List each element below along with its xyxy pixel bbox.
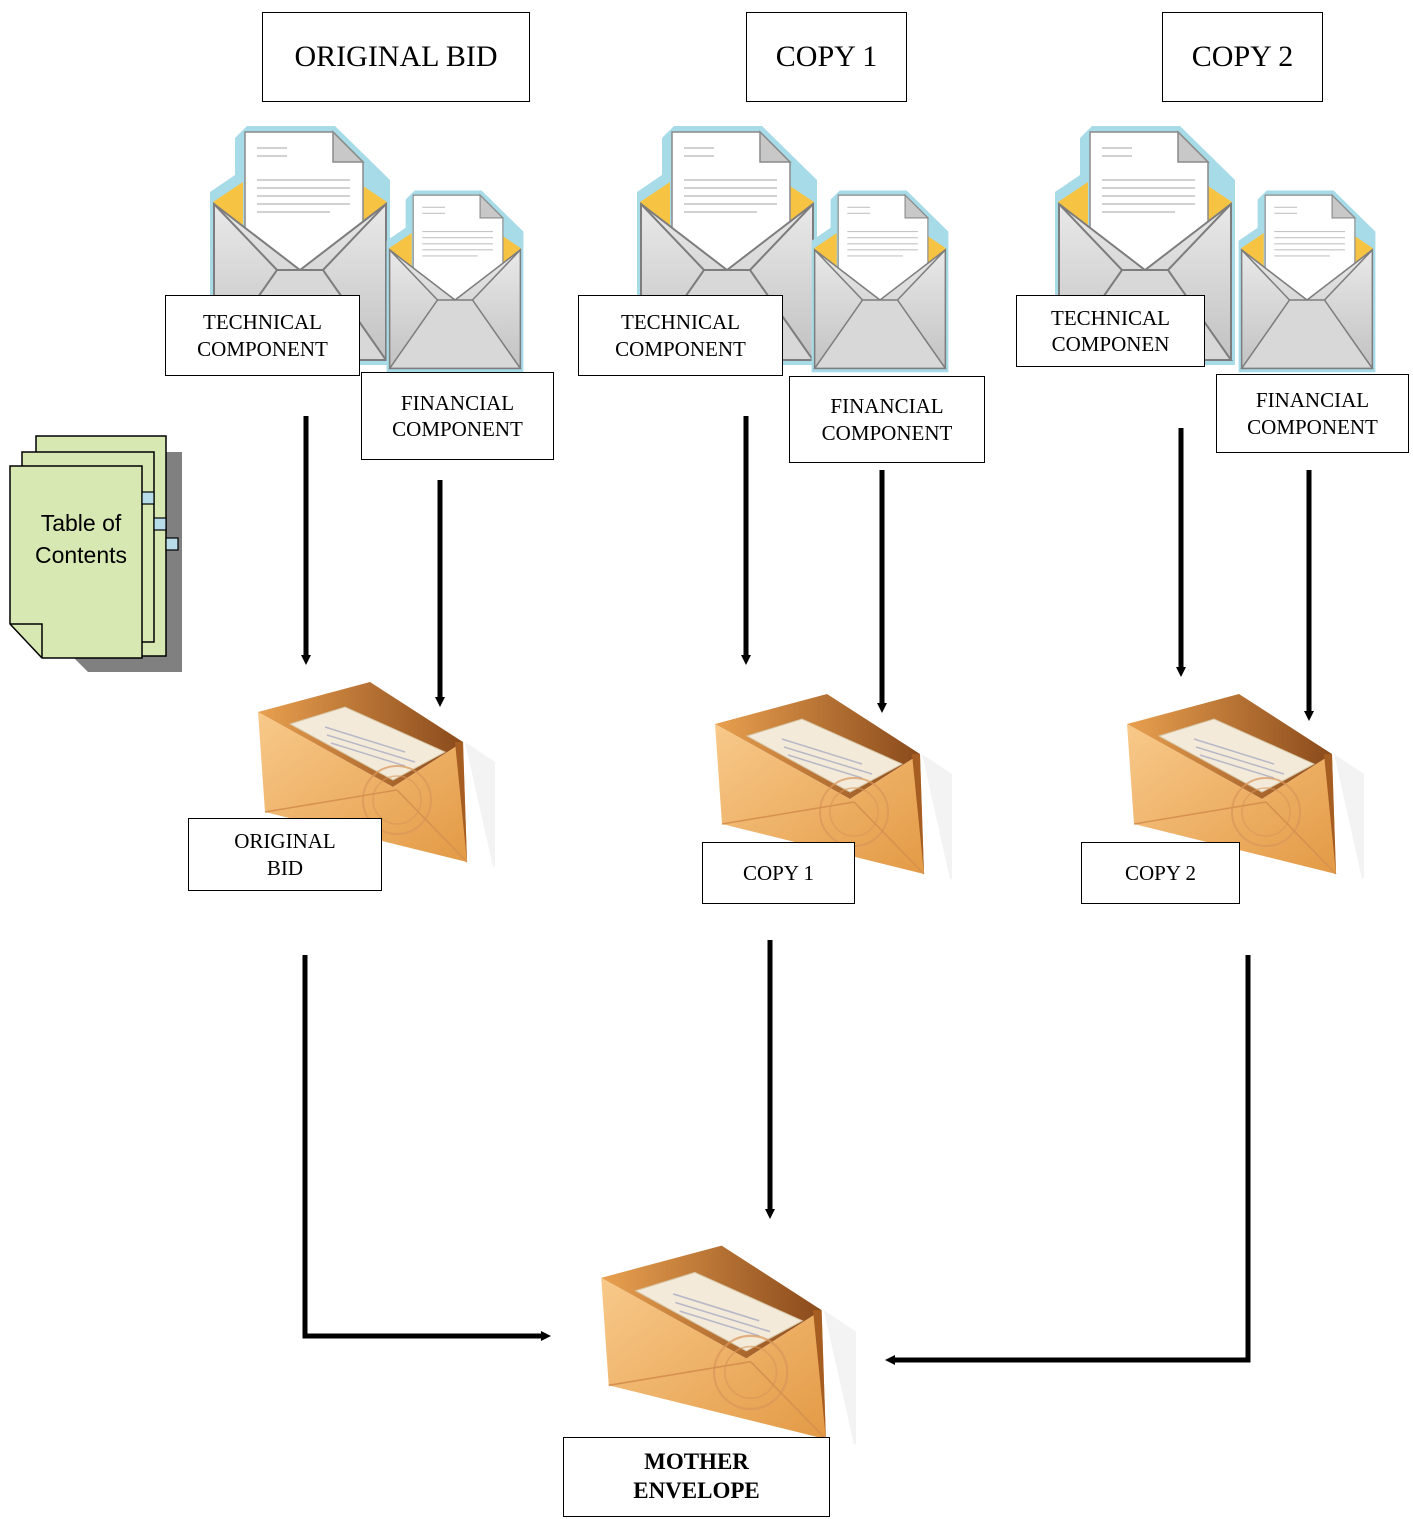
table-of-contents-icon: [9, 435, 182, 672]
label-technical-copy2: TECHNICAL COMPONEN: [1016, 295, 1205, 367]
label-financial-copy1: FINANCIAL COMPONENT: [789, 376, 985, 463]
header-copy-1: COPY 1: [746, 12, 907, 102]
label-envelope-copy-1: COPY 1: [702, 842, 855, 904]
table-of-contents-label: Table of Contents: [34, 510, 128, 569]
arrow-original-to-mother: [302, 955, 551, 1341]
label-envelope-copy-2: COPY 2: [1081, 842, 1240, 904]
header-copy-2: COPY 2: [1162, 12, 1323, 102]
arrow-copy2-to-mother: [885, 955, 1251, 1365]
header-original-bid: ORIGINAL BID: [262, 12, 530, 102]
financial-envelope-icon-original: [385, 189, 525, 374]
financial-envelope-icon-copy2: [1237, 189, 1377, 374]
label-envelope-original-bid: ORIGINAL BID: [188, 818, 382, 891]
financial-envelope-icon-copy1: [810, 189, 950, 374]
label-mother-envelope: MOTHER ENVELOPE: [563, 1437, 830, 1517]
label-financial-original: FINANCIAL COMPONENT: [361, 372, 554, 460]
label-technical-copy1: TECHNICAL COMPONENT: [578, 295, 783, 376]
mother-envelope-icon: [599, 1244, 856, 1446]
label-technical-original: TECHNICAL COMPONENT: [165, 295, 360, 376]
label-financial-copy2: FINANCIAL COMPONENT: [1216, 374, 1409, 453]
